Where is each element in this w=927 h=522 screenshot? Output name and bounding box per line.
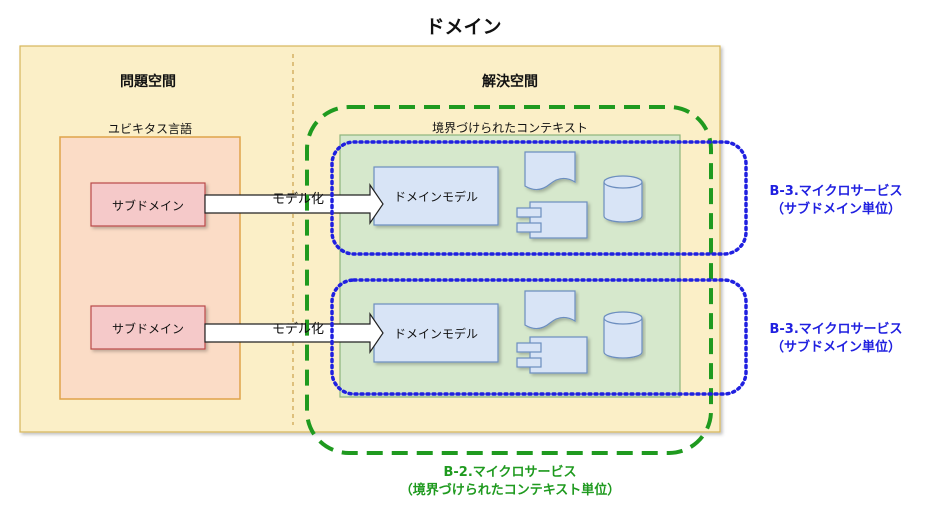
subdomain-box: [90, 305, 206, 350]
database-icon: [603, 175, 643, 223]
subdomain-label: サブドメイン: [111, 199, 184, 213]
database-icon: [603, 311, 643, 359]
domain-model-label: ドメインモデル: [393, 327, 478, 341]
modeling-arrow-label: モデル化: [271, 192, 324, 207]
domain-model-box: [373, 303, 499, 363]
document-icon: [524, 290, 576, 330]
microservice-subdomain-label-line2: （サブドメイン単位）: [770, 202, 901, 217]
domain-title: ドメイン: [425, 16, 502, 38]
context-microservice-boundary: [305, 105, 713, 455]
document-icon: [524, 151, 576, 191]
microservice-context-label: B-2.マイクロサービス （境界づけられたコンテキスト単位）: [380, 464, 640, 500]
microservice-subdomain-label-line1: B-3.マイクロサービス: [769, 322, 903, 337]
domain-model-box: [373, 166, 499, 226]
component-icon: [516, 336, 588, 374]
ubiquitous-language-label: ユビキタス言語: [107, 122, 192, 136]
microservice-subdomain-label-line2: （サブドメイン単位）: [770, 340, 901, 355]
subdomain-microservice-boundary: [330, 278, 748, 396]
solution-space-title: 解決空間: [482, 74, 538, 90]
bounded-context-label: 境界づけられたコンテキスト: [432, 121, 588, 135]
problem-space-title: 問題空間: [120, 74, 176, 90]
microservice-subdomain-label: B-3.マイクロサービス （サブドメイン単位）: [748, 321, 924, 357]
modeling-arrow-label: モデル化: [271, 322, 324, 337]
component-icon: [516, 201, 588, 239]
domain-model-label: ドメインモデル: [393, 190, 478, 204]
subdomain-microservice-boundary: [330, 140, 748, 256]
microservice-subdomain-label: B-3.マイクロサービス （サブドメイン単位）: [748, 183, 924, 219]
modeling-arrow: [204, 183, 384, 225]
microservice-subdomain-label-line1: B-3.マイクロサービス: [769, 184, 903, 199]
microservice-context-label-line2: （境界づけられたコンテキスト単位）: [399, 483, 621, 498]
microservice-context-label-line1: B-2.マイクロサービス: [443, 465, 577, 480]
subdomain-label: サブドメイン: [111, 322, 184, 336]
ubiquitous-language-box: [59, 136, 241, 400]
modeling-arrow: [204, 312, 384, 354]
